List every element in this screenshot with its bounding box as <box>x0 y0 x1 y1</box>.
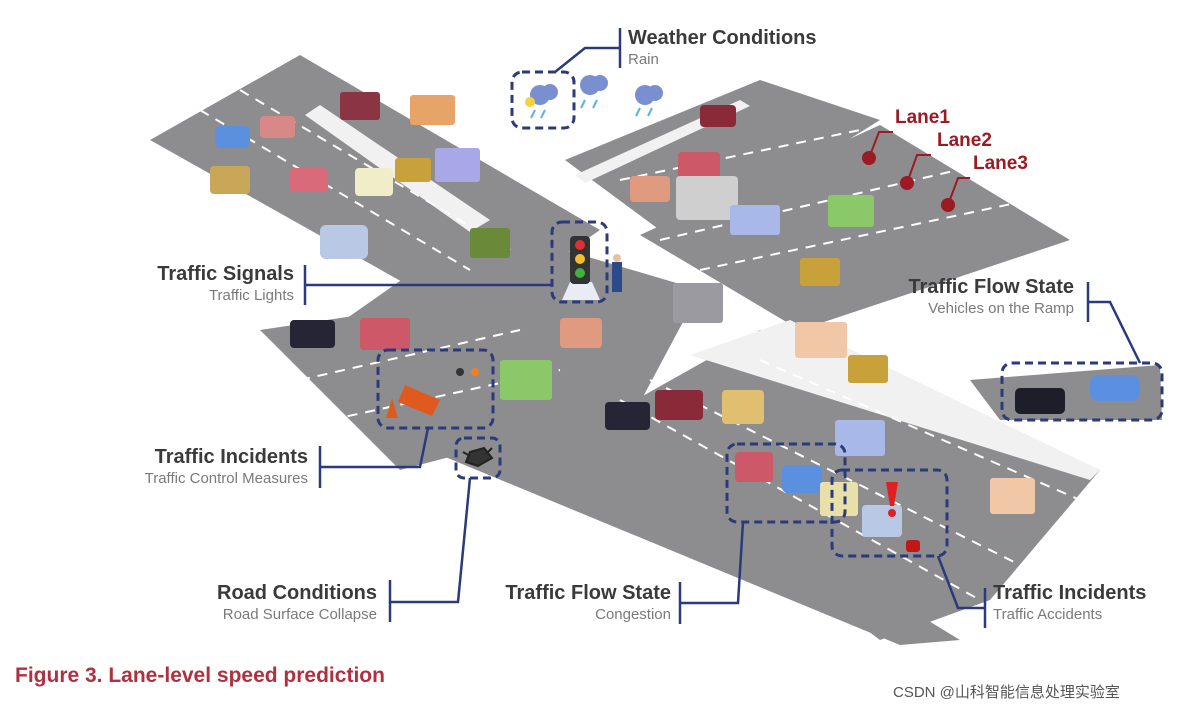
road-title: Road Conditions <box>217 582 377 604</box>
signals-title: Traffic Signals <box>157 263 294 285</box>
traffic-flow-ramp-label: Traffic Flow State Vehicles on the Ramp <box>908 276 1074 318</box>
callout-leaders <box>303 28 1142 628</box>
incidents-control-title: Traffic Incidents <box>154 446 308 468</box>
signals-subtitle: Traffic Lights <box>208 287 294 304</box>
figure-caption: Figure 3. Lane-level speed prediction <box>15 664 385 687</box>
road-subtitle: Road Surface Collapse <box>222 606 377 623</box>
watermark: CSDN @山科智能信息处理实验室 <box>893 684 1120 701</box>
accident-alert-icon <box>886 482 920 552</box>
weather-subtitle: Rain <box>628 51 659 68</box>
road-collapse-icon <box>462 446 494 468</box>
lane-markers <box>862 131 970 212</box>
incidents-accident-title: Traffic Incidents <box>993 582 1147 604</box>
weather-title: Weather Conditions <box>628 27 817 49</box>
traffic-light-icon <box>562 236 622 300</box>
flow-congestion-title: Traffic Flow State <box>505 582 671 604</box>
callout-boxes <box>376 70 1164 558</box>
traffic-signals-label: Traffic Signals Traffic Lights <box>157 263 294 305</box>
flow-ramp-subtitle: Vehicles on the Ramp <box>928 300 1074 317</box>
traffic-incidents-accident-label: Traffic Incidents Traffic Accidents <box>993 582 1146 624</box>
traffic-flow-congestion-label: Traffic Flow State Congestion <box>505 582 671 624</box>
vehicles <box>210 92 1140 537</box>
lane2-label: Lane2 <box>937 130 992 151</box>
road-conditions-label: Road Conditions Road Surface Collapse <box>217 582 377 624</box>
flow-congestion-subtitle: Congestion <box>595 606 671 623</box>
weather-conditions-label: Weather Conditions Rain <box>628 27 817 69</box>
lane3-label: Lane3 <box>973 153 1028 174</box>
incidents-control-subtitle: Traffic Control Measures <box>144 470 308 487</box>
traffic-incidents-control-label: Traffic Incidents Traffic Control Measur… <box>145 446 308 488</box>
construction-barrier-icon <box>386 368 479 418</box>
flow-ramp-title: Traffic Flow State <box>908 276 1074 298</box>
road-network <box>150 55 1162 645</box>
incidents-accident-subtitle: Traffic Accidents <box>993 606 1103 623</box>
rain-cloud-icons <box>525 75 663 119</box>
lane1-label: Lane1 <box>895 107 950 128</box>
